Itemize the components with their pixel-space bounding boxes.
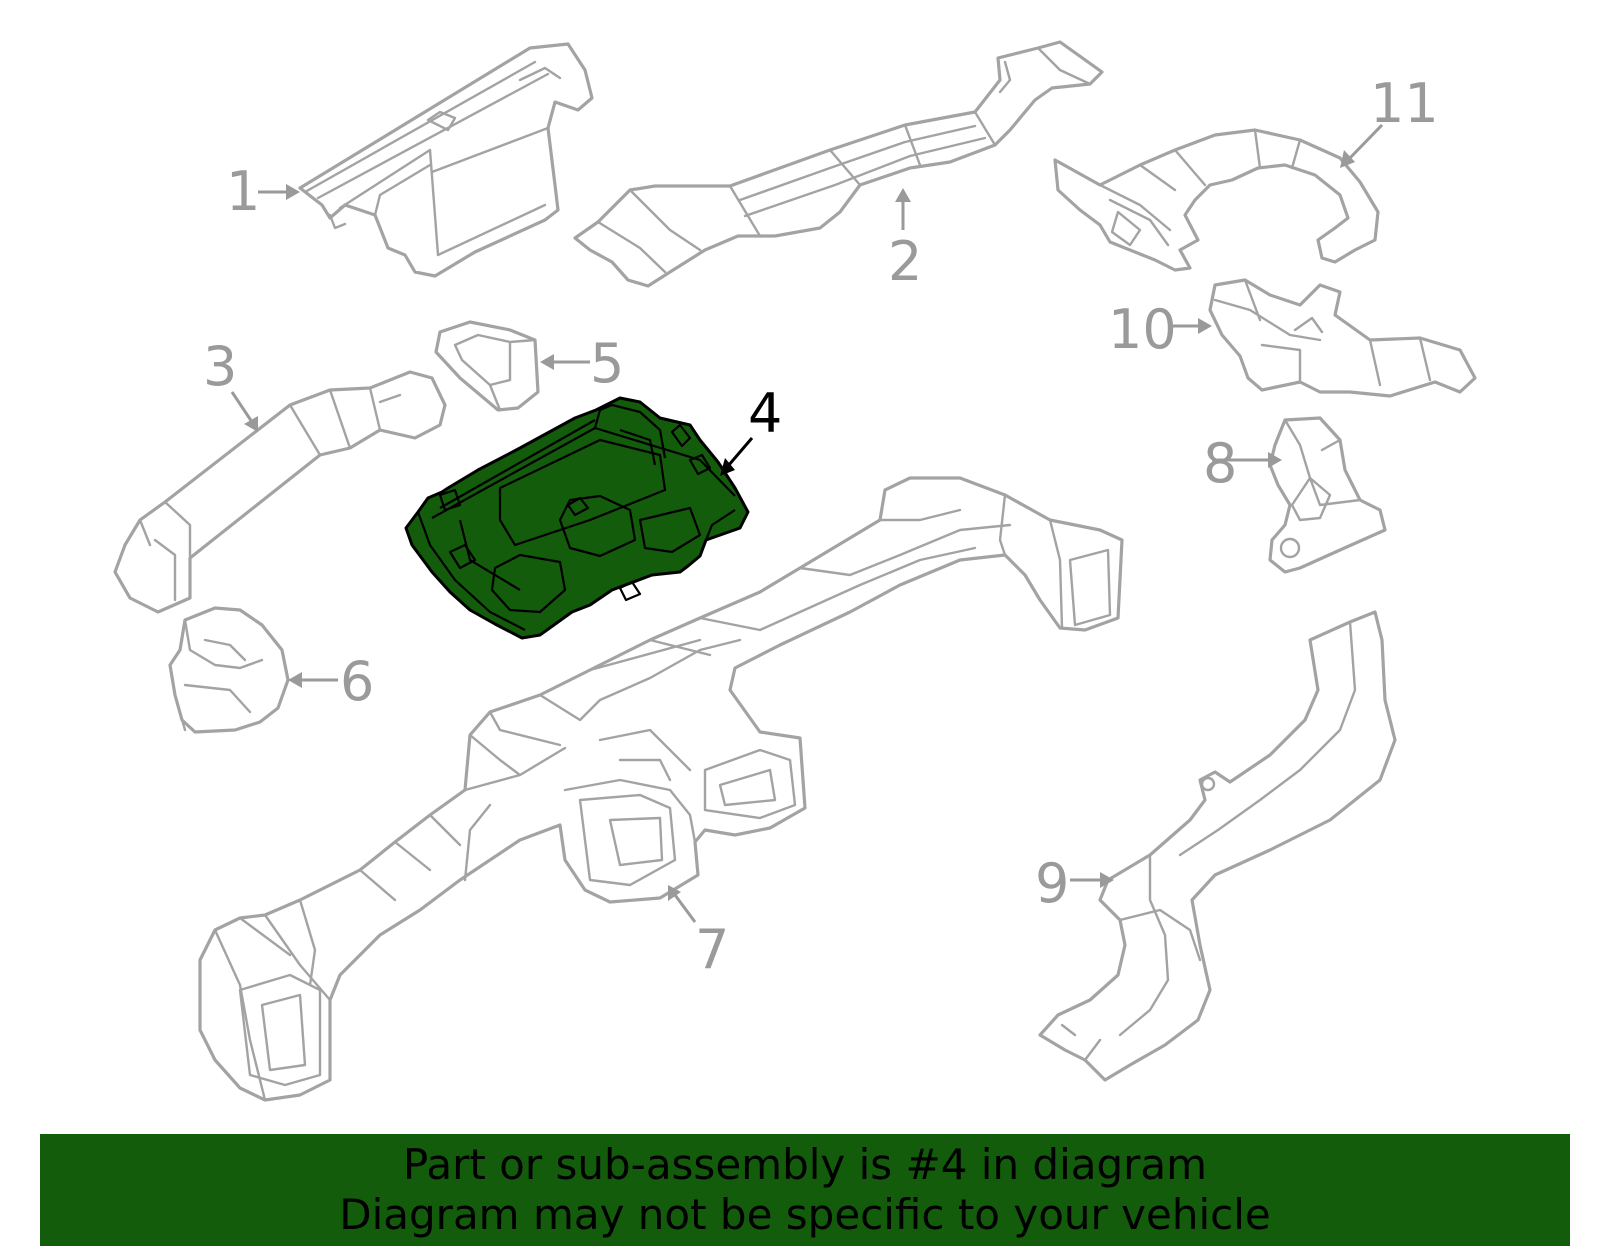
- callout-8: 8: [1203, 432, 1237, 495]
- banner-line-2: Diagram may not be specific to your vehi…: [339, 1190, 1271, 1239]
- part-6-duct: [168, 606, 290, 734]
- part-7-duct: [198, 476, 1124, 1102]
- callout-10: 10: [1108, 298, 1177, 361]
- part-10-duct: [1208, 278, 1477, 398]
- part-9-duct: [1038, 610, 1397, 1082]
- part-1-duct: [298, 42, 594, 278]
- callout-11: 11: [1370, 72, 1439, 135]
- callout-5: 5: [590, 332, 624, 395]
- part-5-duct: [434, 320, 540, 412]
- leader-lines: [230, 123, 1384, 923]
- part-3-duct: [113, 370, 447, 614]
- callout-4: 4: [748, 382, 782, 445]
- part-8-duct: [1268, 416, 1387, 574]
- part-4-highlighted-tray: [404, 396, 750, 640]
- info-banner: Part or sub-assembly is #4 in diagram Di…: [40, 1134, 1570, 1246]
- callout-9: 9: [1035, 852, 1069, 915]
- callout-6: 6: [340, 650, 374, 713]
- callout-7: 7: [695, 918, 729, 981]
- banner-line-1: Part or sub-assembly is #4 in diagram: [402, 1140, 1208, 1189]
- callout-2: 2: [888, 230, 922, 293]
- parts-diagram: 1 2 3 4 5 6 7 8 9 10 11: [113, 40, 1477, 1102]
- callout-1: 1: [226, 160, 260, 223]
- callout-3: 3: [203, 335, 237, 398]
- part-11-duct: [1053, 128, 1380, 272]
- part-2-duct: [573, 40, 1104, 288]
